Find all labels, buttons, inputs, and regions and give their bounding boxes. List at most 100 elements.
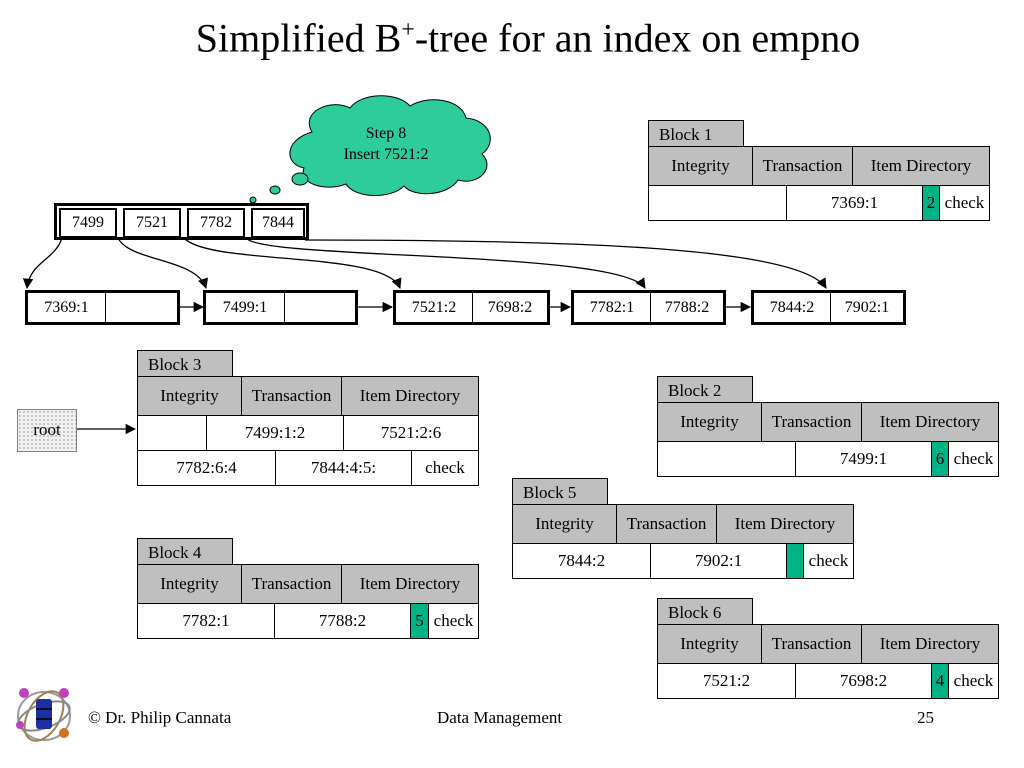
footer-page-number: 25 bbox=[917, 708, 934, 727]
leaf-entry: 7698:2 bbox=[472, 293, 547, 322]
root-key: 7521 bbox=[123, 208, 181, 238]
block-cell: 7369:1 bbox=[786, 186, 922, 220]
pointer-edge bbox=[22, 237, 63, 290]
block-header: Integrity Transaction Item Directory bbox=[512, 504, 854, 544]
block-title: Block 1 bbox=[648, 120, 744, 147]
block-5: Block 5 Integrity Transaction Item Direc… bbox=[512, 478, 854, 580]
header-transaction: Transaction bbox=[761, 625, 861, 663]
callout-line1: Step 8 bbox=[365, 125, 407, 142]
block-title: Block 5 bbox=[512, 478, 608, 505]
check-cell: check bbox=[803, 544, 853, 578]
header-integrity: Integrity bbox=[160, 386, 219, 405]
block-cell bbox=[658, 442, 795, 476]
leaf-entry: 7369:1 bbox=[44, 299, 89, 316]
block-1: Block 1 Integrity Transaction Item Direc… bbox=[648, 120, 990, 222]
leaf-entry: 7844:2 bbox=[769, 299, 815, 316]
block-cell: 7782:1 bbox=[182, 611, 230, 630]
header-item-directory: Item Directory bbox=[341, 565, 478, 603]
logo-icon bbox=[16, 688, 71, 742]
header-item-directory: Item Directory bbox=[861, 403, 998, 441]
block-4: Block 4 Integrity Transaction Item Direc… bbox=[137, 538, 479, 640]
item-count-cell bbox=[786, 544, 803, 578]
header-integrity: Integrity bbox=[160, 574, 219, 593]
callout-line2: Insert 7521:2 bbox=[343, 146, 429, 163]
block-title: Block 2 bbox=[657, 376, 753, 403]
check-cell: check bbox=[939, 186, 989, 220]
block-row: 7782:1 7788:2 5 check bbox=[137, 604, 479, 639]
block-cell: 7499:1 bbox=[795, 442, 931, 476]
leaf-entry: 7521:2 bbox=[411, 299, 457, 316]
header-integrity: Integrity bbox=[680, 412, 739, 431]
root-label: root bbox=[17, 409, 77, 452]
header-transaction: Transaction bbox=[761, 403, 861, 441]
leaf-node: 7844:2 7902:1 bbox=[751, 290, 906, 325]
header-integrity: Integrity bbox=[680, 634, 739, 653]
block-cell: 7521:2 bbox=[702, 671, 751, 690]
check-cell: check bbox=[428, 604, 478, 638]
leaf-entry: 7782:1 bbox=[589, 299, 635, 316]
leaf-node: 7369:1 bbox=[25, 290, 180, 325]
block-cell: 7844:4:5: bbox=[275, 451, 411, 485]
root-index-node: 7499 7521 7782 7844 bbox=[54, 203, 309, 240]
block-2: Block 2 Integrity Transaction Item Direc… bbox=[657, 376, 999, 478]
block-cell: 7788:2 bbox=[274, 604, 410, 638]
header-integrity: Integrity bbox=[671, 156, 730, 175]
leaf-node: 7499:1 bbox=[203, 290, 358, 325]
footer-center: Data Management bbox=[437, 708, 563, 727]
block-title: Block 3 bbox=[137, 350, 233, 377]
pointer-edge bbox=[183, 237, 402, 289]
header-transaction: Transaction bbox=[752, 147, 852, 185]
pointer-edge bbox=[245, 237, 646, 289]
header-integrity: Integrity bbox=[535, 514, 594, 533]
check-cell: check bbox=[411, 451, 478, 485]
header-item-directory: Item Directory bbox=[341, 377, 478, 415]
pointer-edge bbox=[304, 239, 827, 289]
block-cell: 7499:1:2 bbox=[206, 416, 343, 450]
root-key: 7844 bbox=[251, 208, 305, 238]
leaf-entry: 7499:1 bbox=[222, 299, 268, 316]
footer-copyright: © Dr. Philip Cannata bbox=[88, 708, 232, 727]
block-row: 7369:1 2 check bbox=[648, 186, 990, 221]
block-cell: 7698:2 bbox=[795, 664, 931, 698]
page-title: Simplified B+-tree for an index on empno bbox=[195, 15, 861, 61]
check-cell: check bbox=[948, 442, 998, 476]
leaf-node: 7782:1 7788:2 bbox=[571, 290, 726, 325]
item-count-cell: 6 bbox=[931, 442, 948, 476]
block-cell bbox=[649, 186, 786, 220]
block-header: Integrity Transaction Item Directory bbox=[137, 564, 479, 604]
leaf-entry: 7788:2 bbox=[650, 293, 723, 322]
header-transaction: Transaction bbox=[616, 505, 716, 543]
block-cell bbox=[138, 416, 206, 450]
callout-text: Step 8 Insert 7521:2 bbox=[315, 123, 457, 165]
check-cell: check bbox=[948, 664, 998, 698]
block-cell: 7844:2 bbox=[557, 551, 606, 570]
block-6: Block 6 Integrity Transaction Item Direc… bbox=[657, 598, 999, 700]
root-key: 7499 bbox=[59, 208, 117, 238]
header-transaction: Transaction bbox=[241, 377, 341, 415]
pointer-edge bbox=[117, 237, 208, 289]
block-3: Block 3 Integrity Transaction Item Direc… bbox=[137, 350, 479, 487]
root-key: 7782 bbox=[187, 208, 245, 238]
block-cell: 7521:2:6 bbox=[343, 416, 478, 450]
item-count-cell: 4 bbox=[931, 664, 948, 698]
header-item-directory: Item Directory bbox=[861, 625, 998, 663]
block-row: 7499:1 6 check bbox=[657, 442, 999, 477]
block-cell: 7902:1 bbox=[650, 544, 786, 578]
block-row: 7844:2 7902:1 check bbox=[512, 544, 854, 579]
block-header: Integrity Transaction Item Directory bbox=[648, 146, 990, 186]
block-header: Integrity Transaction Item Directory bbox=[657, 624, 999, 664]
leaf-entry bbox=[105, 293, 177, 322]
leaf-entry bbox=[284, 293, 355, 322]
block-cell: 7782:6:4 bbox=[176, 458, 237, 477]
block-header: Integrity Transaction Item Directory bbox=[657, 402, 999, 442]
block-row: 7782:6:4 7844:4:5: check bbox=[137, 451, 479, 486]
block-title: Block 6 bbox=[657, 598, 753, 625]
block-row: 7499:1:2 7521:2:6 bbox=[137, 416, 479, 451]
header-item-directory: Item Directory bbox=[852, 147, 989, 185]
header-transaction: Transaction bbox=[241, 565, 341, 603]
block-row: 7521:2 7698:2 4 check bbox=[657, 664, 999, 699]
leaf-node: 7521:2 7698:2 bbox=[393, 290, 550, 325]
header-item-directory: Item Directory bbox=[716, 505, 853, 543]
leaf-entry: 7902:1 bbox=[830, 293, 903, 322]
block-header: Integrity Transaction Item Directory bbox=[137, 376, 479, 416]
